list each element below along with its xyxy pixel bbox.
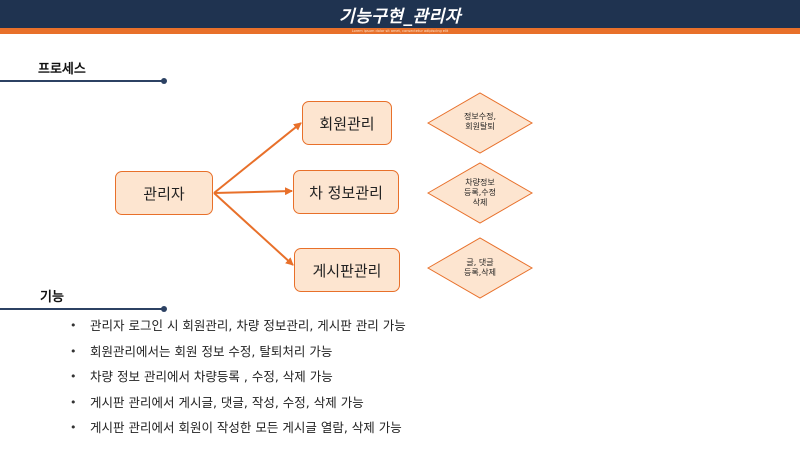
board-mgmt-node: 게시판관리 (294, 248, 400, 292)
header-subtitle: Lorem ipsum dolor sit amet, consectetur … (351, 29, 449, 33)
admin-root-node: 관리자 (115, 171, 213, 215)
car-info-mgmt-node: 차 정보관리 (293, 170, 399, 214)
member-mgmt-detail: 정보수정, 회원탈퇴 (464, 112, 496, 131)
slide-header: 기능구현_관리자 (0, 0, 800, 28)
list-item: 관리자 로그인 시 회원관리, 차량 정보관리, 게시판 관리 가능 (70, 318, 406, 344)
arrow-to-car-mgmt (213, 187, 293, 196)
slide-title: 기능구현_관리자 (339, 7, 461, 27)
features-divider-dot (161, 306, 167, 312)
list-item: 게시판 관리에서 회원이 작성한 모든 게시글 열람, 삭제 가능 (70, 420, 406, 446)
process-divider-dot (161, 78, 167, 84)
features-divider (0, 308, 164, 310)
list-item: 차량 정보 관리에서 차량등록 , 수정, 삭제 가능 (70, 369, 406, 395)
board-mgmt-detail: 글, 댓글 등록,삭제 (464, 258, 496, 277)
process-heading: 프로세스 (38, 62, 86, 77)
member-mgmt-node: 회원관리 (302, 101, 392, 145)
car-mgmt-detail-diamond (426, 162, 534, 224)
features-heading: 기능 (40, 290, 64, 305)
list-item: 게시판 관리에서 게시글, 댓글, 작성, 수정, 삭제 가능 (70, 395, 406, 421)
car-mgmt-detail: 차량정보 등록,수정 삭제 (464, 178, 496, 207)
list-item: 회원관리에서는 회원 정보 수정, 탈퇴처리 가능 (70, 344, 406, 370)
header-accent-stripe (0, 28, 800, 34)
process-divider (0, 80, 164, 82)
feature-list: 관리자 로그인 시 회원관리, 차량 정보관리, 게시판 관리 가능 회원관리에… (70, 318, 406, 446)
arrow-to-member-mgmt (213, 122, 302, 194)
member-mgmt-detail-diamond (426, 92, 534, 154)
board-mgmt-detail-diamond (426, 237, 534, 299)
arrow-to-board-mgmt (213, 192, 294, 266)
